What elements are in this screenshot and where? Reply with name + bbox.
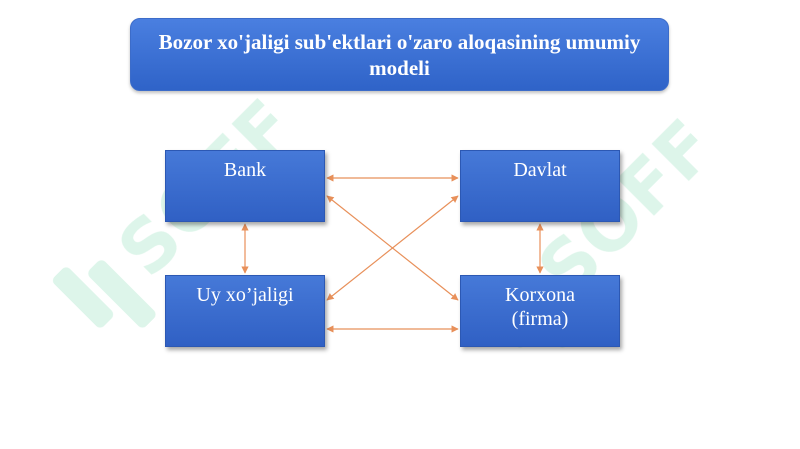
node-bank-label: Bank	[223, 159, 267, 181]
node-korxona-label: Korxona (firma)	[505, 284, 575, 330]
diagram-title: Bozor xo'jaligi sub'ektlari o'zaro aloqa…	[130, 18, 669, 91]
arrow-davlat-uy	[326, 195, 459, 301]
diagram-title-text: Bozor xo'jaligi sub'ektlari o'zaro aloqa…	[158, 29, 641, 80]
node-korxona: Korxona (firma)	[460, 275, 620, 347]
node-davlat: Davlat	[460, 150, 620, 222]
node-davlat-label: Davlat	[513, 159, 567, 181]
arrow-bank-korxona	[326, 195, 459, 301]
node-bank: Bank	[165, 150, 325, 222]
node-uy-xojaligi: Uy xo’jaligi	[165, 275, 325, 347]
node-uy-xojaligi-label: Uy xo’jaligi	[196, 284, 294, 306]
